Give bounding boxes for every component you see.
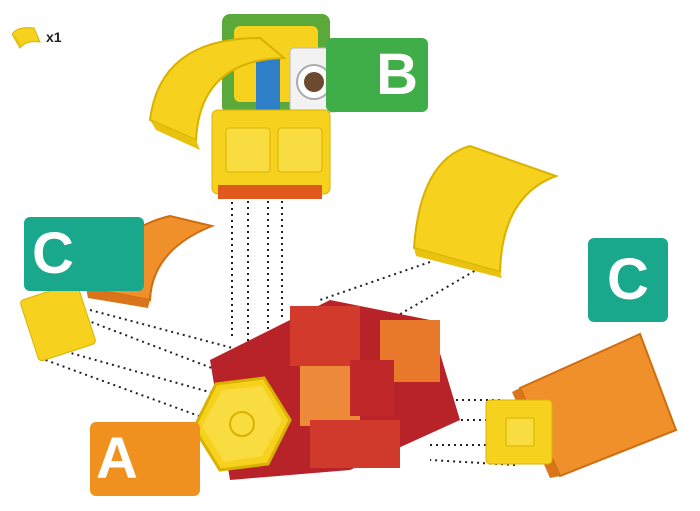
sub-assembly-a <box>192 300 460 480</box>
curved-panel-icon <box>11 27 41 49</box>
label-c-right: C <box>588 238 668 322</box>
label-c-left: C <box>24 217 144 291</box>
label-a: A <box>90 422 200 496</box>
quantity-label: x1 <box>46 29 62 45</box>
label-b: B <box>326 38 428 112</box>
sub-assembly-b <box>148 14 339 199</box>
panel-right <box>485 332 678 478</box>
curved-panel-top-right <box>412 144 559 278</box>
